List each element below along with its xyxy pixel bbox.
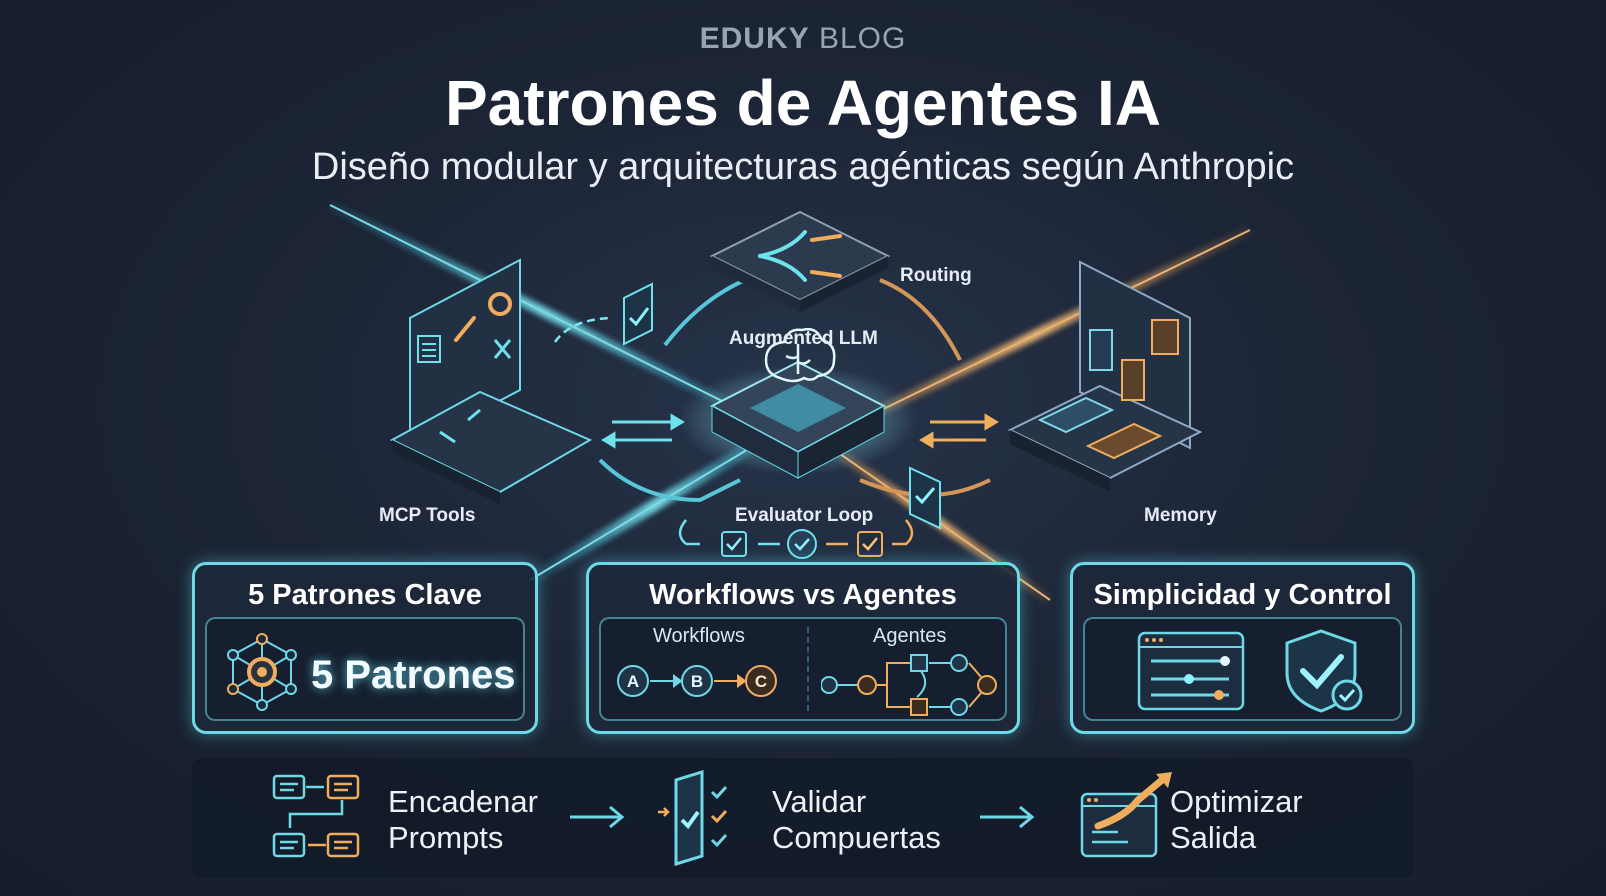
- arrow-right-icon: [570, 805, 625, 829]
- step-1-line1: Encadenar: [388, 784, 538, 819]
- routing-node: [709, 210, 891, 312]
- step-2-line2: Compuertas: [772, 820, 941, 855]
- mcp-tools-label: MCP Tools: [379, 505, 476, 526]
- routing-arrows-icon: [758, 230, 842, 282]
- workflow-node-a: A: [626, 672, 640, 691]
- database-icon: [1089, 319, 1179, 401]
- step-validate-gates: Validar Compuertas: [772, 784, 941, 856]
- agent-graph-icon: [821, 654, 997, 716]
- evaluator-loop-strip: [678, 519, 914, 559]
- workflow-node-c: C: [754, 672, 768, 691]
- routing-label: Routing: [900, 265, 972, 286]
- workflows-card-title: Workflows vs Agentes: [649, 579, 957, 611]
- simplicity-control-card: Simplicidad y Control: [1070, 562, 1415, 734]
- patterns-count: 5 Patrones: [311, 653, 516, 697]
- memory-node: [1007, 260, 1203, 492]
- step-2-line1: Validar: [772, 784, 867, 819]
- llm-memory-arrows: [919, 413, 999, 449]
- arrow-right-icon: [980, 805, 1035, 829]
- gear-icon: [488, 292, 512, 316]
- augmented-llm-label: Augmented LLM: [729, 328, 878, 349]
- simplicity-card-title: Simplicidad y Control: [1093, 579, 1392, 611]
- workflows-vs-agents-card: Workflows vs Agentes Workflows Agentes A…: [586, 562, 1020, 734]
- column-divider: [807, 627, 809, 711]
- shield-check-icon: [1285, 629, 1363, 713]
- brain-icon: [764, 327, 836, 383]
- step-chain-prompts: Encadenar Prompts: [388, 784, 538, 856]
- step-3-line2: Salida: [1170, 820, 1257, 855]
- workflow-node-b: B: [690, 672, 704, 691]
- gear-network-icon: [227, 633, 297, 711]
- augmented-llm-node: [678, 327, 918, 479]
- chart-trend-icon: [1080, 772, 1172, 858]
- brand-suffix: BLOG: [818, 22, 907, 55]
- memory-label: Memory: [1144, 505, 1217, 526]
- step-1-line2: Prompts: [388, 820, 504, 855]
- sliders-window-icon: [1137, 631, 1245, 711]
- list-icon: [417, 335, 441, 363]
- wrench-icon: [454, 316, 476, 342]
- process-strip: Encadenar Prompts Validar Compuertas Opt…: [192, 758, 1414, 878]
- patterns-card-body: 5 Patrones: [205, 617, 525, 721]
- evaluator-loop-label: Evaluator Loop: [735, 505, 874, 526]
- workflows-column-label: Workflows: [653, 625, 745, 647]
- workflows-card-body: Workflows Agentes A B C: [599, 617, 1007, 721]
- mcp-tools-node: [389, 258, 593, 504]
- workflow-chain-icon: [617, 665, 777, 697]
- step-optimize-output: Optimizar Salida: [1170, 784, 1303, 856]
- step-3-line1: Optimizar: [1170, 784, 1303, 819]
- checklist-icon: [623, 282, 941, 530]
- blog-brand: EDUKY BLOG: [0, 22, 1606, 56]
- simplicity-card-body: [1083, 617, 1402, 721]
- page-subtitle: Diseño modular y arquitecturas agénticas…: [311, 146, 1295, 188]
- agents-column-label: Agentes: [873, 625, 947, 647]
- page-title: Patrones de Agentes IA: [444, 67, 1162, 139]
- patterns-card-title: 5 Patrones Clave: [248, 579, 482, 611]
- prompt-chain-icon: [272, 774, 360, 858]
- brand-name: EDUKY: [699, 22, 810, 55]
- tools-icon: [439, 339, 512, 444]
- llm-tools-arrows: [601, 413, 685, 449]
- gates-icon: [658, 769, 728, 867]
- patterns-card: 5 Patrones Clave 5 Patrones: [192, 562, 538, 734]
